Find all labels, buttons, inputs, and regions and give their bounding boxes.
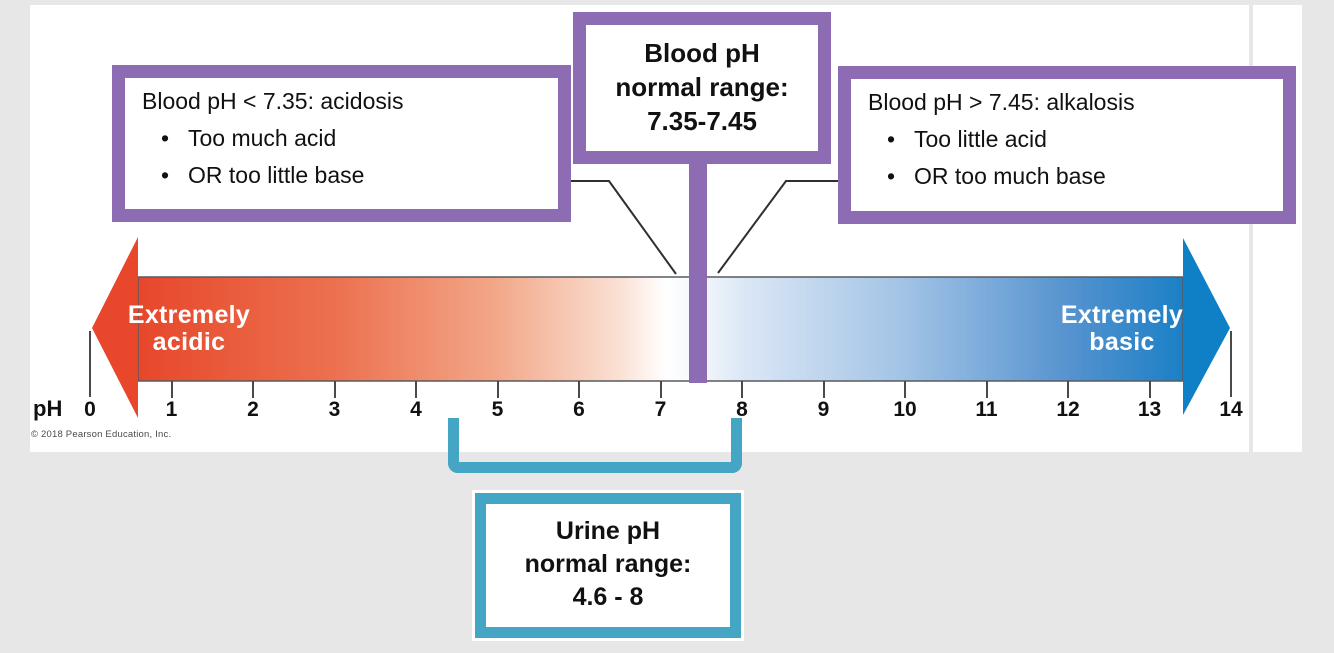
tick-mark bbox=[659, 381, 662, 398]
urine-normal-line1: Urine pH bbox=[555, 517, 661, 545]
tick-mark bbox=[1230, 331, 1232, 397]
acidosis-title: Blood pH < 7.35: acidosis bbox=[142, 88, 404, 114]
tick-mark bbox=[415, 381, 417, 398]
tick-mark bbox=[252, 381, 254, 398]
tick-label: 4 bbox=[410, 398, 422, 421]
tick-mark bbox=[822, 381, 825, 398]
tick-mark bbox=[985, 381, 988, 398]
bullet-icon: • bbox=[886, 126, 896, 152]
blood-normal-line3: 7.35-7.45 bbox=[647, 106, 757, 136]
extremely-basic-line2: basic bbox=[1089, 328, 1155, 356]
tick-label: 14 bbox=[1219, 398, 1243, 421]
extremely-acidic-line2: acidic bbox=[152, 328, 226, 356]
urine-normal-line3: 4.6 - 8 bbox=[572, 583, 644, 611]
tick-label: 1 bbox=[165, 398, 178, 421]
tick-label: 5 bbox=[491, 398, 504, 421]
copyright-text: © 2018 Pearson Education, Inc. bbox=[31, 429, 172, 440]
extremely-basic-line1: Extremely bbox=[1060, 301, 1184, 329]
acidosis-connector-line bbox=[570, 180, 677, 275]
tick-mark bbox=[333, 381, 336, 398]
tick-label: 11 bbox=[975, 398, 998, 421]
bullet-icon: • bbox=[160, 162, 170, 188]
alkalosis-bullet-2: • OR too much base bbox=[868, 158, 1279, 195]
extremely-basic-label: Extremely basic bbox=[1022, 302, 1222, 356]
alkalosis-callout: Blood pH > 7.45: alkalosis • Too little … bbox=[838, 66, 1296, 224]
acidosis-bullet-2: • OR too little base bbox=[142, 157, 554, 194]
urine-range-bracket bbox=[448, 418, 742, 473]
tick-label: 10 bbox=[893, 398, 917, 421]
acidosis-callout: Blood pH < 7.35: acidosis • Too much aci… bbox=[112, 65, 571, 222]
tick-label: 0 bbox=[84, 398, 96, 421]
acidic-arrowhead-icon bbox=[92, 237, 138, 418]
acidosis-bullet-1: • Too much acid bbox=[142, 120, 554, 157]
tick-mark bbox=[1148, 381, 1151, 398]
tick-mark bbox=[89, 331, 91, 397]
tick-mark bbox=[496, 381, 499, 398]
tick-label: 2 bbox=[247, 398, 259, 421]
alkalosis-bullet-1: • Too little acid bbox=[868, 121, 1279, 158]
tick-label: 13 bbox=[1137, 398, 1162, 421]
tick-label: 3 bbox=[328, 398, 341, 421]
tick-label: 9 bbox=[817, 398, 830, 421]
blood-normal-line1: Blood pH bbox=[644, 38, 760, 68]
ph-axis-label: pH bbox=[33, 396, 63, 421]
alkalosis-connector-line bbox=[717, 180, 838, 274]
extremely-acidic-label: Extremely acidic bbox=[94, 302, 284, 356]
tick-label: 12 bbox=[1056, 398, 1080, 421]
acidosis-bullet-2-text: OR too little base bbox=[188, 162, 365, 188]
alkalosis-bullet-1-text: Too little acid bbox=[914, 126, 1047, 152]
tick-mark bbox=[904, 381, 906, 398]
blood-ph-normal-callout: Blood pH normal range: 7.35-7.45 bbox=[573, 12, 831, 164]
urine-ph-normal-callout: Urine pH normal range: 4.6 - 8 bbox=[475, 493, 741, 638]
basic-arrowhead-icon bbox=[1183, 238, 1230, 415]
tick-mark bbox=[741, 381, 743, 398]
acidosis-bullet-1-text: Too much acid bbox=[188, 125, 337, 151]
bullet-icon: • bbox=[886, 163, 896, 189]
tick-mark bbox=[1067, 381, 1069, 398]
blood-normal-line2: normal range: bbox=[615, 72, 789, 102]
extremely-acidic-line1: Extremely bbox=[127, 301, 251, 329]
tick-mark bbox=[170, 381, 173, 398]
bullet-icon: • bbox=[160, 125, 170, 151]
urine-normal-line2: normal range: bbox=[524, 550, 692, 578]
tick-label: 6 bbox=[573, 398, 585, 421]
tick-label: 8 bbox=[736, 398, 748, 421]
alkalosis-bullet-2-text: OR too much base bbox=[914, 163, 1106, 189]
alkalosis-title: Blood pH > 7.45: alkalosis bbox=[868, 89, 1135, 115]
tick-mark bbox=[578, 381, 580, 398]
blood-ph-pointer-bar bbox=[689, 158, 707, 383]
tick-label: 7 bbox=[654, 398, 667, 421]
